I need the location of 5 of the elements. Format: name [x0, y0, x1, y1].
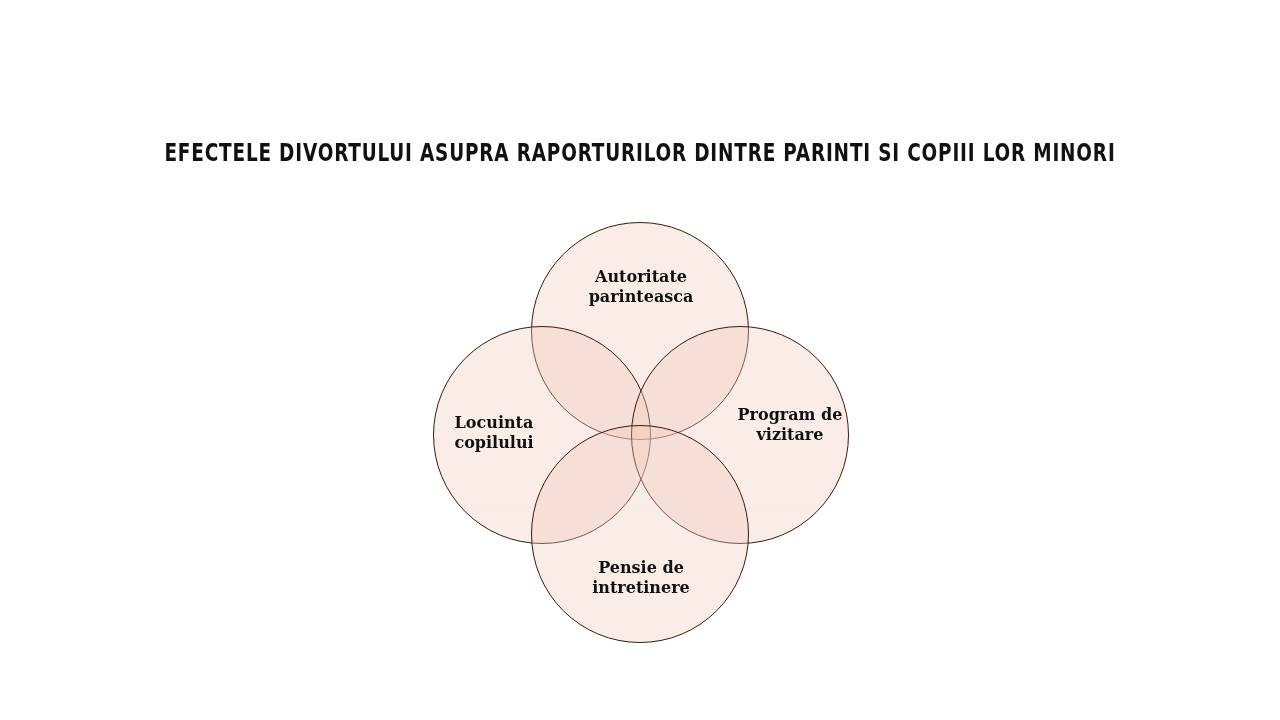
circle-label: Program de vizitare — [736, 405, 844, 445]
circle-label: Pensie de intretinere — [591, 558, 691, 598]
circle-label: Locuinta copilului — [453, 413, 535, 453]
circle-label: Autoritate parinteasca — [587, 267, 695, 307]
slide-title: EFECTELE DIVORTULUI ASUPRA RAPORTURILOR DINTRE PARINTI SI COPIII LOR MINORI — [163, 138, 1117, 167]
